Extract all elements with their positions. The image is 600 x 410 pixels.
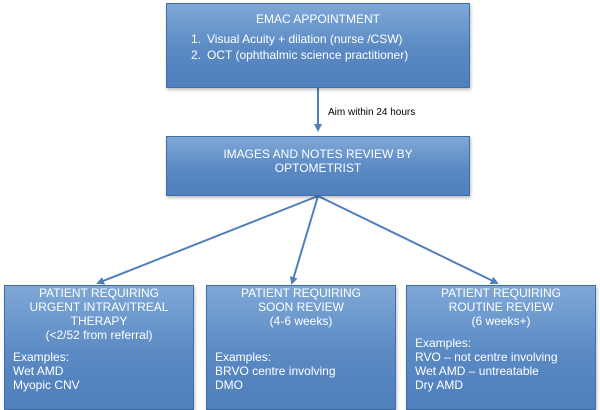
routine-timing: (6 weeks+) xyxy=(471,314,531,328)
soon-examples-label: Examples: xyxy=(215,350,272,364)
review-title-line: OPTOMETRIST xyxy=(274,161,362,175)
routine-title-line: PATIENT REQUIRING xyxy=(440,286,561,300)
emac-title: EMAC APPOINTMENT xyxy=(255,12,380,26)
urgent-title-line: URGENT INTRAVITREAL xyxy=(29,300,169,314)
arrow-review-to-urgent xyxy=(96,195,319,285)
urgent-title-line: PATIENT REQUIRING xyxy=(38,286,159,300)
emac-step-text: Visual Acuity + dilation (nurse /CSW) xyxy=(207,32,403,46)
emac-step-number: 1. xyxy=(190,32,201,46)
arrow-review-to-routine xyxy=(317,195,499,284)
arrow-label: Aim within 24 hours xyxy=(328,107,416,118)
emac-step-text: OCT (ophthalmic science practitioner) xyxy=(207,48,409,62)
urgent-examples-label: Examples: xyxy=(13,350,70,364)
soon-timing: (4-6 weeks) xyxy=(269,314,333,328)
urgent-therapy-box: PATIENT REQUIRING URGENT INTRAVITREAL TH… xyxy=(4,285,194,410)
arrow-review-to-soon xyxy=(289,195,319,285)
routine-example: Wet AMD – untreatable xyxy=(415,364,539,378)
emac-step: 2. OCT (ophthalmic science practitioner) xyxy=(183,48,459,62)
urgent-timing: (<2/52 from referral) xyxy=(45,328,153,342)
soon-review-box: PATIENT REQUIRING SOON REVIEW (4-6 weeks… xyxy=(206,285,396,410)
routine-examples-label: Examples: xyxy=(415,336,472,350)
review-box: IMAGES AND NOTES REVIEW BY OPTOMETRIST xyxy=(166,136,470,196)
routine-example: Dry AMD xyxy=(415,378,463,392)
soon-example: BRVO centre involving xyxy=(215,364,336,378)
emac-step: 1. Visual Acuity + dilation (nurse /CSW) xyxy=(183,32,459,46)
routine-title-line: ROUTINE REVIEW xyxy=(448,300,554,314)
urgent-example: Myopic CNV xyxy=(13,378,80,392)
routine-review-box: PATIENT REQUIRING ROUTINE REVIEW (6 week… xyxy=(406,285,596,410)
connector-arrows xyxy=(96,88,499,285)
emac-appointment-box: EMAC APPOINTMENT 1. Visual Acuity + dilat… xyxy=(166,3,470,88)
emac-step-number: 2. xyxy=(190,48,201,62)
soon-title-line: PATIENT REQUIRING xyxy=(240,286,361,300)
routine-example: RVO – not centre involving xyxy=(415,350,558,364)
emac-steps-list: 1.Visual Acuity + dilation (nurse /CSW) … xyxy=(183,32,459,62)
urgent-example: Wet AMD xyxy=(13,364,64,378)
soon-title-line: SOON REVIEW xyxy=(257,300,344,314)
urgent-title-line: THERAPY xyxy=(70,314,128,328)
soon-example: DMO xyxy=(215,378,243,392)
review-title-line: IMAGES AND NOTES REVIEW BY xyxy=(223,147,413,161)
